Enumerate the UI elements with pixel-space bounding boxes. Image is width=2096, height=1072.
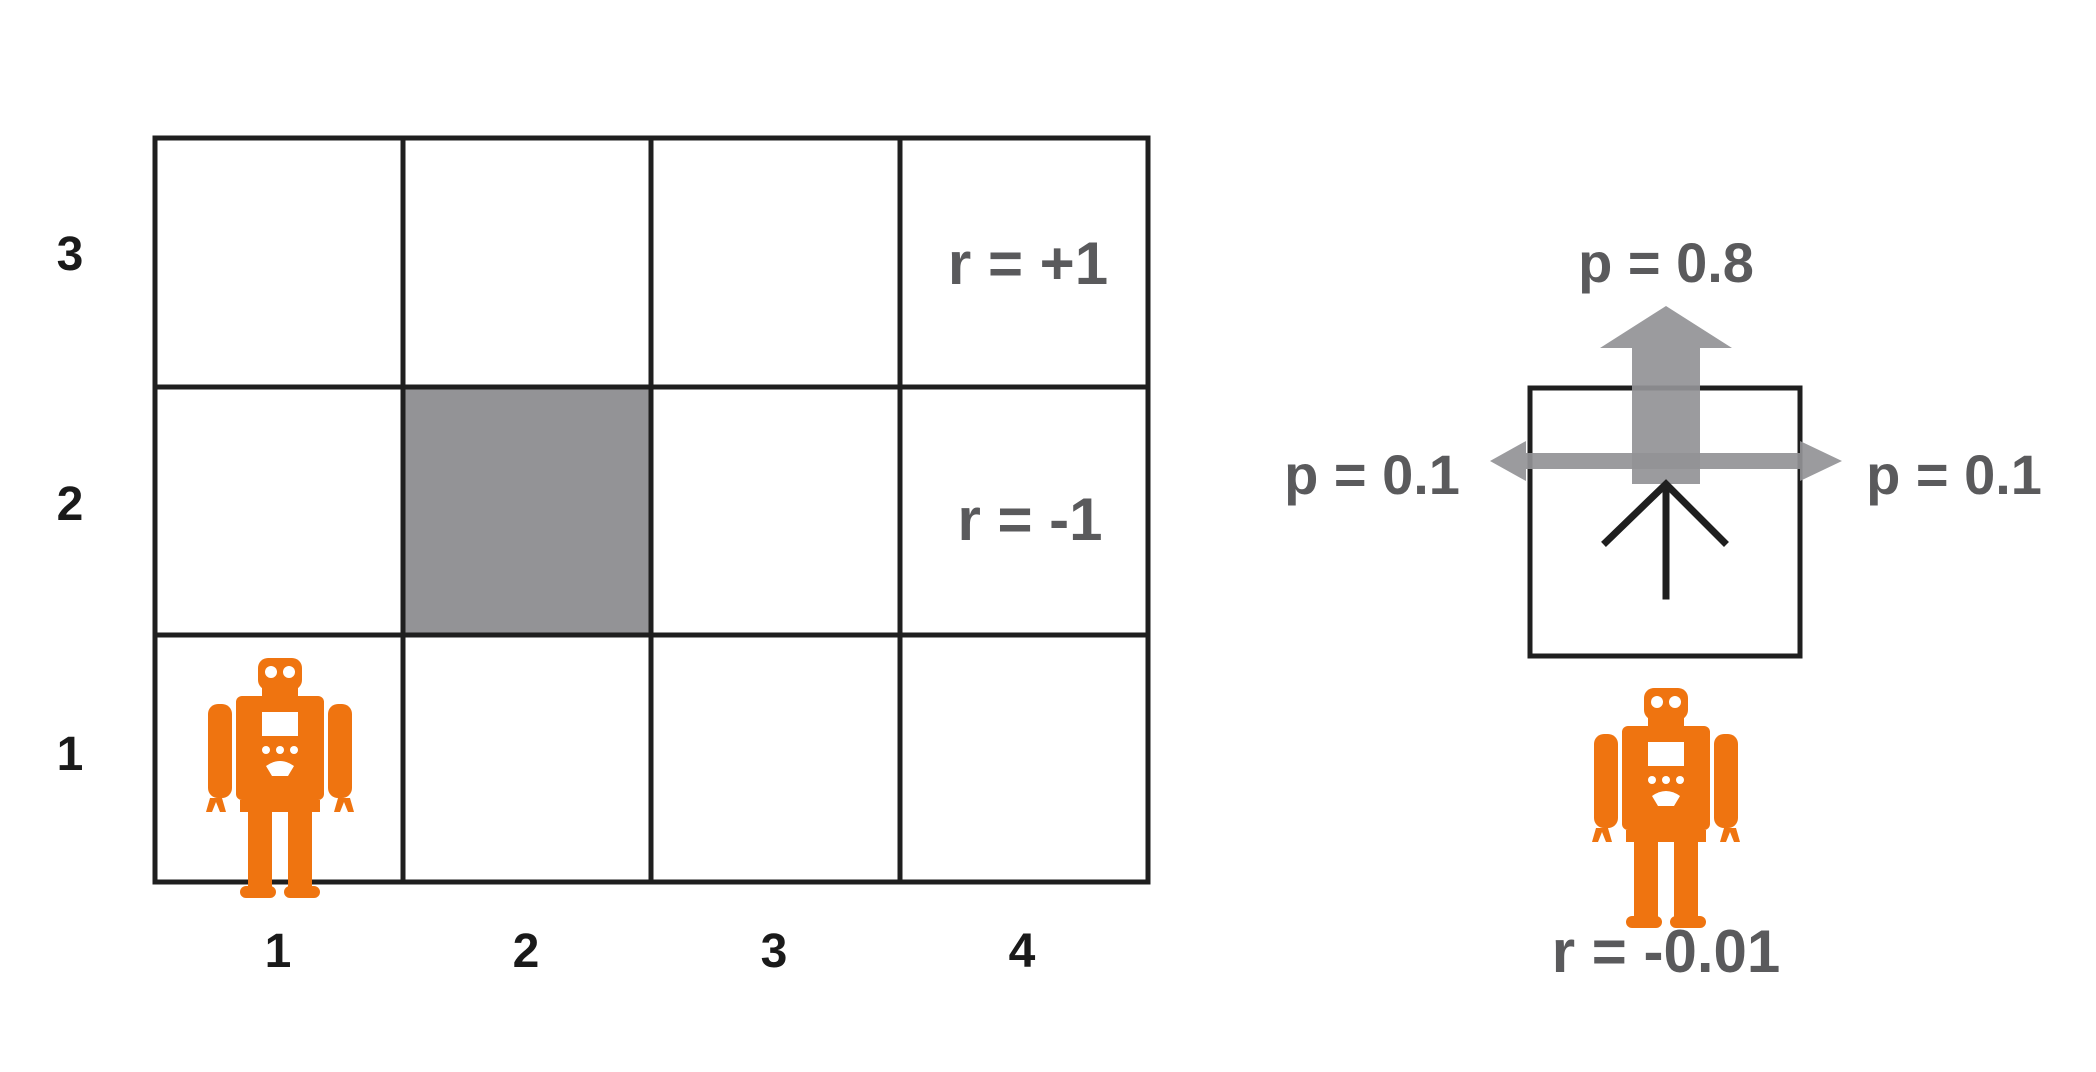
row-label: 2 (57, 478, 84, 531)
forward-probability-label: p = 0.8 (1578, 231, 1754, 294)
forward-arrow (1600, 306, 1732, 484)
robot-icon (206, 658, 354, 898)
transition-model: p = 0.8 p = 0.1 p = 0.1 r = -0.01 (1284, 231, 2042, 985)
step-reward-label: r = -0.01 (1552, 918, 1781, 985)
goal-reward-label: r = +1 (948, 230, 1108, 297)
robot-icon (1592, 688, 1740, 928)
row-label: 3 (57, 228, 84, 281)
blocked-cell (402, 388, 650, 634)
gridworld: 3 2 1 1 2 3 4 r = +1 r = -1 (57, 135, 1151, 978)
up-arrow-icon (1601, 479, 1729, 600)
column-label: 4 (1009, 925, 1036, 978)
right-probability-label: p = 0.1 (1866, 443, 2042, 506)
left-probability-label: p = 0.1 (1284, 443, 1460, 506)
row-label: 1 (57, 728, 84, 781)
column-label: 2 (513, 925, 540, 978)
penalty-reward-label: r = -1 (957, 486, 1102, 553)
column-label: 1 (265, 925, 292, 978)
column-label: 3 (761, 925, 788, 978)
